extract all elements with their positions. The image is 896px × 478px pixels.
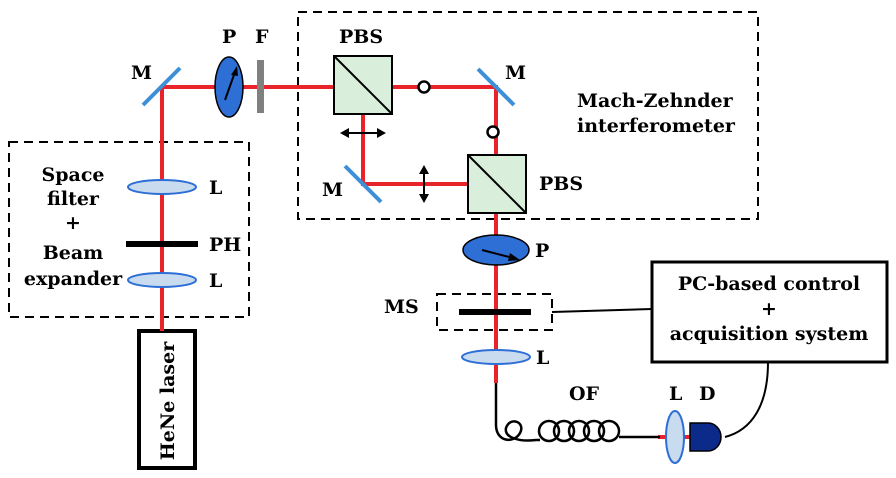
label-control-plus: + bbox=[761, 298, 777, 320]
label-plus: + bbox=[65, 212, 81, 234]
label-space: Space bbox=[41, 164, 105, 186]
laser-label-wrap: HeNe laser bbox=[147, 340, 189, 462]
laser-beam bbox=[160, 85, 690, 439]
polarization-circle-top bbox=[417, 80, 431, 94]
label-control-line2: acquisition system bbox=[669, 323, 869, 345]
mach-zehnder-box bbox=[297, 11, 759, 220]
label-filter-word: filter bbox=[47, 188, 99, 210]
filter bbox=[257, 60, 264, 113]
ms-control-cable bbox=[551, 308, 653, 313]
label-lens-right: L bbox=[536, 347, 550, 369]
polarization-circle-right bbox=[486, 125, 500, 139]
mirror-left bbox=[141, 66, 182, 107]
polarizer-top-arrow bbox=[224, 71, 236, 101]
mirror-top-right bbox=[476, 67, 516, 107]
detector bbox=[689, 422, 722, 452]
label-beam: Beam bbox=[42, 242, 104, 264]
label-detector: D bbox=[699, 383, 716, 405]
label-polarizer-top: P bbox=[222, 26, 237, 48]
lens-right bbox=[461, 349, 531, 365]
label-control-line1: PC-based control bbox=[677, 273, 861, 295]
hene-laser-box bbox=[137, 329, 197, 470]
pbs-top bbox=[333, 55, 393, 115]
label-ms: MS bbox=[384, 296, 419, 318]
polarizer-bottom bbox=[462, 234, 530, 266]
polarizer-top-arrowhead bbox=[231, 66, 238, 76]
label-mz-line2: interferometer bbox=[577, 115, 735, 137]
lens-upper bbox=[127, 179, 197, 195]
polarization-arrow-horizontal bbox=[340, 128, 386, 138]
label-pbs-top: PBS bbox=[339, 26, 384, 48]
label-pbs-bottom: PBS bbox=[539, 173, 584, 195]
label-mirror-left: M bbox=[131, 62, 153, 84]
control-system-box bbox=[650, 260, 889, 364]
label-mirror-top-right: M bbox=[505, 62, 527, 84]
label-polarizer-bottom: P bbox=[535, 240, 550, 262]
detector-cable bbox=[724, 361, 769, 438]
polarizer-bottom-arrowhead bbox=[508, 253, 520, 261]
label-lens-lower: L bbox=[209, 270, 223, 292]
polarizer-bottom-arrow bbox=[481, 249, 514, 259]
lens-lower bbox=[127, 272, 197, 288]
label-lens-upper: L bbox=[209, 177, 223, 199]
label-optical-fiber: OF bbox=[569, 383, 600, 405]
pbs-bottom bbox=[467, 154, 527, 214]
mirror-lower-left bbox=[343, 164, 383, 204]
space-filter-box bbox=[8, 141, 250, 318]
label-expander: expander bbox=[23, 268, 123, 290]
label-laser: HeNe laser bbox=[157, 341, 179, 461]
label-lens-detector: L bbox=[669, 383, 683, 405]
label-mz-line1: Mach-Zehnder bbox=[577, 90, 733, 112]
optical-fiber bbox=[494, 383, 660, 443]
lens-detector bbox=[665, 410, 685, 464]
label-pinhole: PH bbox=[209, 234, 242, 256]
polarization-arrow-vertical bbox=[419, 165, 429, 203]
label-mirror-lower-left: M bbox=[322, 179, 344, 201]
label-filter: F bbox=[255, 26, 269, 48]
